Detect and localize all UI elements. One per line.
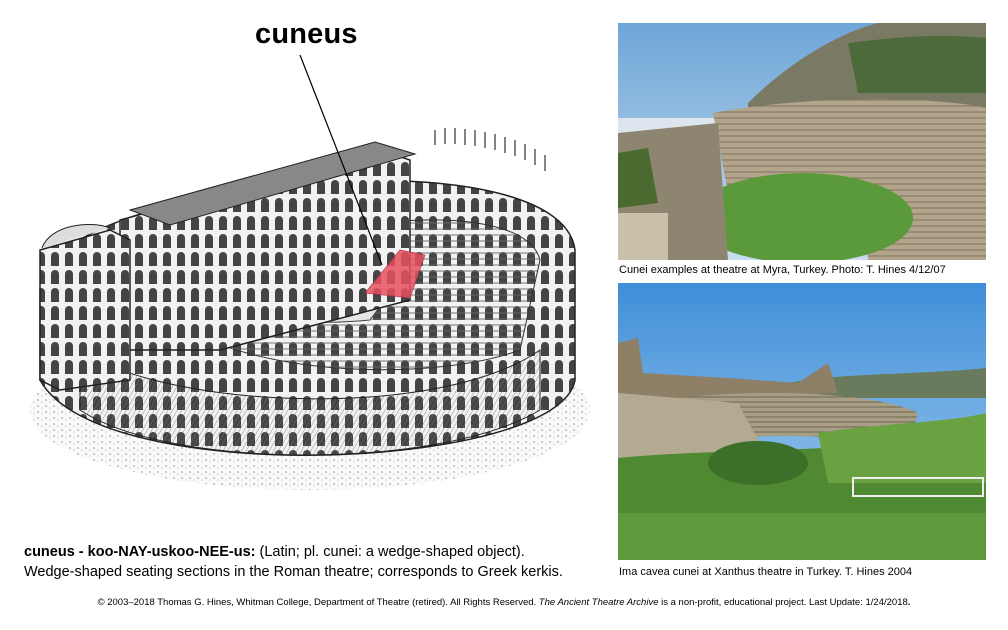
substructure-vaults (79, 349, 541, 456)
definition-body: Wedge-shaped seating sections in the Rom… (24, 564, 563, 580)
velarium-masts (434, 128, 546, 171)
term-heading: cuneus (255, 18, 358, 50)
side-basilica (39, 229, 131, 391)
orchestra-grass (693, 173, 913, 260)
copyright-footer: © 2003–2018 Thomas G. Hines, Whitman Col… (0, 597, 1008, 608)
pointer-line (299, 54, 383, 266)
cuneus-highlight (364, 249, 426, 299)
fence (852, 477, 984, 497)
myra-theatre-photo (618, 23, 986, 260)
footer-archive-name: The Ancient Theatre Archive (538, 597, 659, 608)
myra-photo-caption: Cunei examples at theatre at Myra, Turke… (619, 264, 946, 276)
theatre-cutaway-illustration (30, 54, 590, 490)
distant-hills (788, 368, 986, 398)
ruined-walls (618, 338, 838, 403)
xanthus-theatre-photo (618, 283, 986, 560)
footer-copyright: © 2003–2018 Thomas G. Hines, Whitman Col… (97, 597, 539, 608)
stage-roof (128, 141, 417, 226)
headword-pronunciation: cuneus - koo-NAY-uskoo-NEE-us: (24, 544, 256, 560)
footer-period: . (907, 597, 911, 608)
etymology: (Latin; pl. cunei: a wedge-shaped object… (255, 544, 525, 560)
definition-text: cuneus - koo-NAY-uskoo-NEE-us: (Latin; p… (24, 542, 609, 582)
xanthus-photo-caption: Ima cavea cunei at Xanthus theatre in Tu… (619, 566, 913, 578)
footer-description: is a non-profit, educational project. La… (658, 597, 908, 608)
